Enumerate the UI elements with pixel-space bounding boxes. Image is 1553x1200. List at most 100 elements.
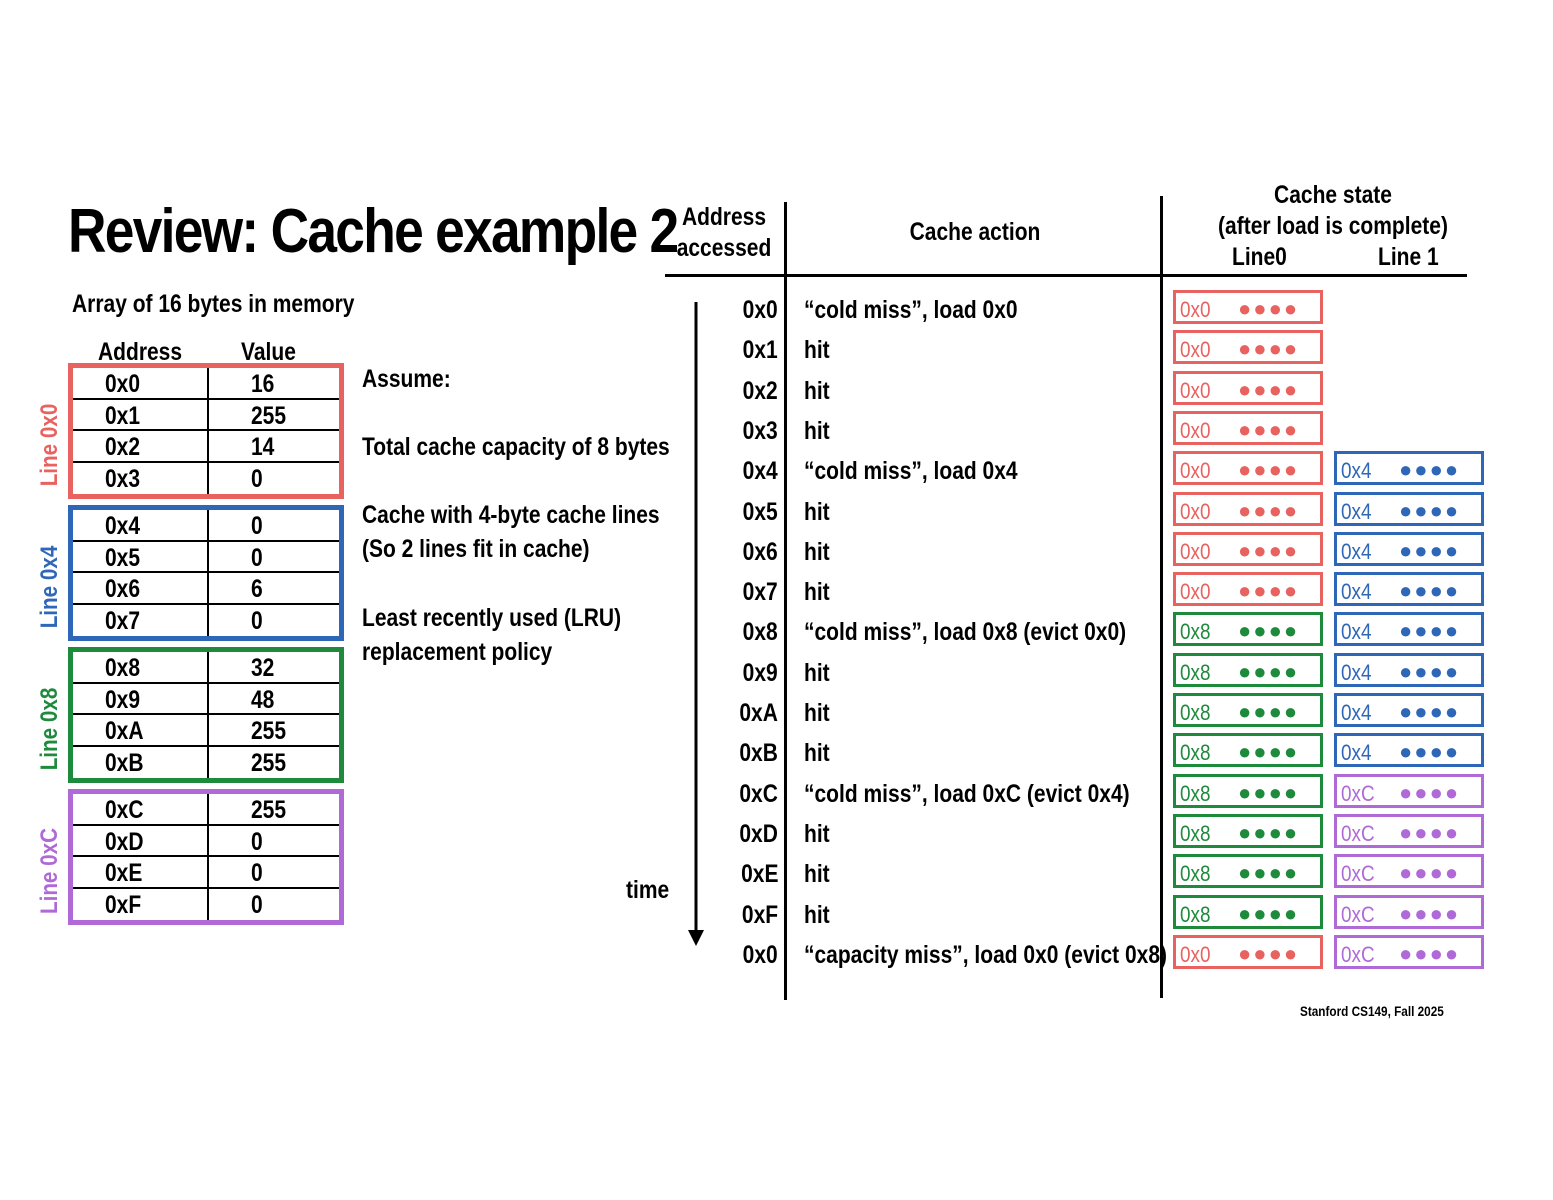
access-row: 0x8“cold miss”, load 0x8 (evict 0x0)	[700, 614, 1500, 654]
cache-action: hit	[804, 739, 830, 768]
cache-line1-entry: 0x4●●●●	[1334, 693, 1484, 727]
cache-entry-dots: ●●●●	[1238, 336, 1300, 362]
cache-line1-entry: 0x4●●●●	[1334, 531, 1484, 566]
cache-entry-dots: ●●●●	[1399, 779, 1461, 805]
cache-line1-entry: 0xC ●●●●	[1334, 854, 1484, 889]
cache-action: hit	[804, 900, 830, 929]
access-row: 0x0 “cold miss”, load 0x0	[700, 292, 1500, 332]
cache-entry-dots: ●●●●	[1238, 416, 1300, 442]
cache-entry-dots: ●●●●	[1238, 296, 1300, 321]
cache-entry-dots: ●●●●	[1399, 819, 1461, 845]
memory-address: 0x1	[105, 401, 141, 430]
cache-entry-tag: 0xC	[1341, 941, 1375, 967]
accessed-address: 0xB	[739, 739, 778, 768]
cache-line0-entry: 0x0●●●●	[1173, 531, 1323, 566]
cache-entry-dots: ●●●●	[1238, 860, 1300, 886]
memory-value: 0	[251, 464, 263, 493]
cache-entry-dots: ●●●●	[1399, 900, 1461, 926]
cache-entry-dots: ●●●●	[1238, 376, 1300, 402]
memory-address: 0xC	[105, 796, 144, 824]
memory-line-label: Line 0xC	[36, 827, 63, 915]
cache-line0-entry: 0x8●●●●	[1173, 894, 1323, 929]
cache-line0-entry: 0x0●●●●	[1173, 410, 1323, 445]
accessed-address: 0x7	[742, 578, 778, 607]
memory-address: 0x6	[105, 575, 141, 603]
memory-address: 0xF	[105, 890, 142, 919]
cache-entry-dots: ●●●●	[1399, 940, 1461, 966]
cache-entry-dots: ●●●●	[1399, 658, 1461, 684]
cache-line1-entry: 0x4●●●●	[1334, 491, 1484, 526]
cache-entry-tag: 0xC	[1341, 861, 1375, 887]
cache-line0-entry: 0x8●●●●	[1173, 813, 1323, 848]
access-row: 0xF hit	[700, 897, 1500, 937]
accessed-address: 0x8	[742, 618, 778, 647]
cache-entry-dots: ●●●●	[1399, 699, 1461, 724]
memory-value: 16	[251, 370, 275, 398]
assume-heading: Assume:	[362, 365, 451, 393]
accessed-address: 0xF	[741, 900, 778, 929]
cache-action: hit	[804, 860, 830, 889]
accessed-address: 0x0	[742, 296, 778, 324]
memory-address-header: Address	[98, 338, 183, 366]
cache-entry-tag: 0x8	[1180, 619, 1211, 645]
cache-entry-tag: 0x0	[1180, 498, 1211, 524]
cache-action: hit	[804, 376, 830, 405]
assume-policy-2: replacement policy	[362, 638, 553, 666]
array-caption: Array of 16 bytes in memory	[72, 290, 355, 318]
cache-line0-entry: 0x0●●●●	[1173, 370, 1323, 405]
memory-row-divider	[207, 510, 209, 540]
memory-value-header: Value	[241, 338, 296, 366]
cache-line1-entry: 0x4●●●●	[1334, 572, 1484, 607]
cache-action: hit	[804, 658, 830, 687]
header-address-line1: Address	[681, 203, 767, 231]
memory-line-label: Line 0x0	[36, 403, 63, 487]
memory-value: 48	[251, 685, 275, 714]
cache-entry-dots: ●●●●	[1238, 900, 1300, 926]
cache-entry-tag: 0xC	[1341, 901, 1375, 927]
access-row: 0xB hit	[700, 735, 1500, 775]
memory-row-divider	[207, 399, 209, 429]
cache-entry-tag: 0x4	[1341, 538, 1372, 564]
cache-action: “cold miss”, load 0x4	[804, 457, 1018, 486]
header-line0: Line0	[1232, 243, 1287, 271]
cache-entry-tag: 0x4	[1341, 498, 1372, 524]
header-underline	[665, 274, 1467, 277]
time-label: time	[626, 876, 670, 904]
cache-action: hit	[804, 578, 830, 607]
cache-action: hit	[804, 497, 830, 526]
cache-entry-dots: ●●●●	[1399, 860, 1461, 886]
memory-line-label: Line 0x8	[36, 687, 63, 771]
slide-title: Review: Cache example 2	[68, 197, 679, 266]
header-cache-state-line2: (after load is complete)	[1218, 212, 1448, 240]
cache-action: hit	[804, 336, 830, 365]
memory-value: 14	[251, 433, 275, 461]
cache-entry-tag: 0xC	[1341, 820, 1375, 846]
header-cache-state: Cache state (after load is complete)	[1170, 180, 1496, 242]
cache-action: “cold miss”, load 0x0	[804, 296, 1018, 324]
cache-action: hit	[804, 699, 830, 727]
cache-entry-dots: ●●●●	[1399, 457, 1461, 483]
memory-value: 32	[251, 654, 275, 682]
cache-entry-tag: 0x4	[1341, 619, 1372, 645]
cache-line0-entry: 0x8●●●●	[1173, 693, 1323, 727]
accessed-address: 0xE	[740, 860, 778, 889]
memory-row-divider	[207, 431, 209, 461]
memory-row-divider	[207, 368, 209, 398]
memory-value: 255	[251, 748, 287, 777]
